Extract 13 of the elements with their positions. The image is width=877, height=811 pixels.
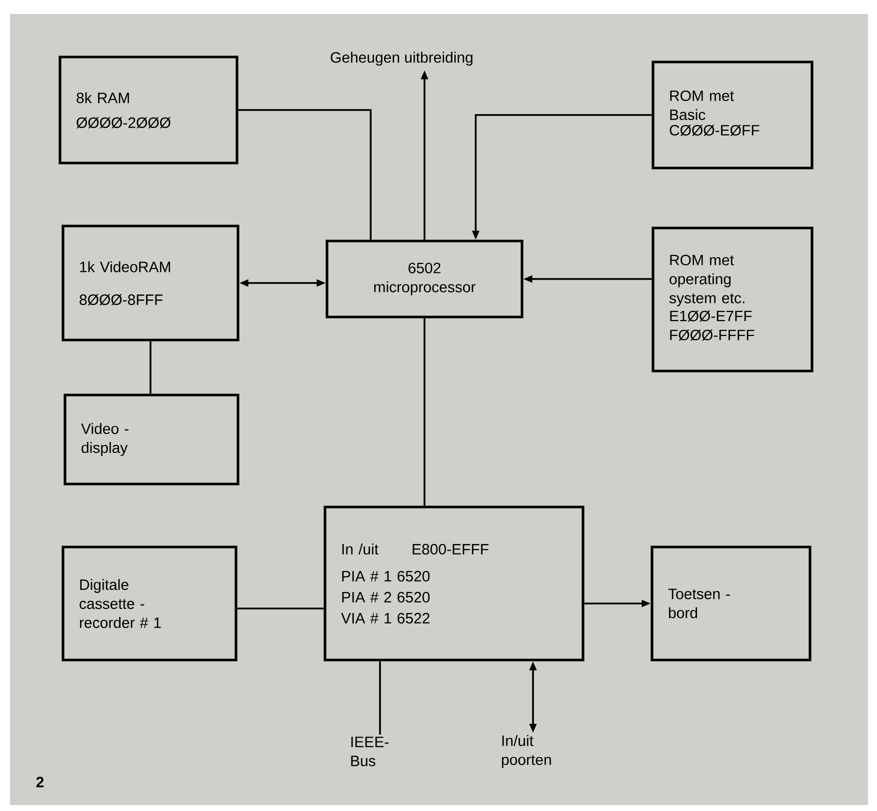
block-box: ROM met operating system etc. E1ØØ-E7FF FØØØ-FFFF — [652, 226, 814, 372]
block-box: In /uit E800-EFFF PIA # 1 6520 PIA # 2 6520 VIA # 1 6522 — [324, 506, 584, 662]
block-box: Toetsen - bord — [650, 546, 812, 662]
figure-number: 2 — [36, 776, 44, 788]
text-label: Geheugen uitbreiding — [330, 52, 472, 66]
block-box: 8k RAM ØØØØ-2ØØØ — [58, 56, 238, 164]
block-box: Digitale cassette - recorder # 1 — [62, 546, 238, 662]
block-box: 1k VideoRAM 8ØØØ-8FFF — [62, 224, 240, 342]
cpu-box: 6502 microprocessor — [326, 240, 524, 318]
block-box: Video - display — [64, 394, 240, 486]
block-box: ROM met Basic CØØØ-EØFF — [652, 60, 814, 170]
text-label: In/uit poorten — [502, 735, 551, 768]
text-label: IEEE- Bus — [351, 736, 389, 766]
